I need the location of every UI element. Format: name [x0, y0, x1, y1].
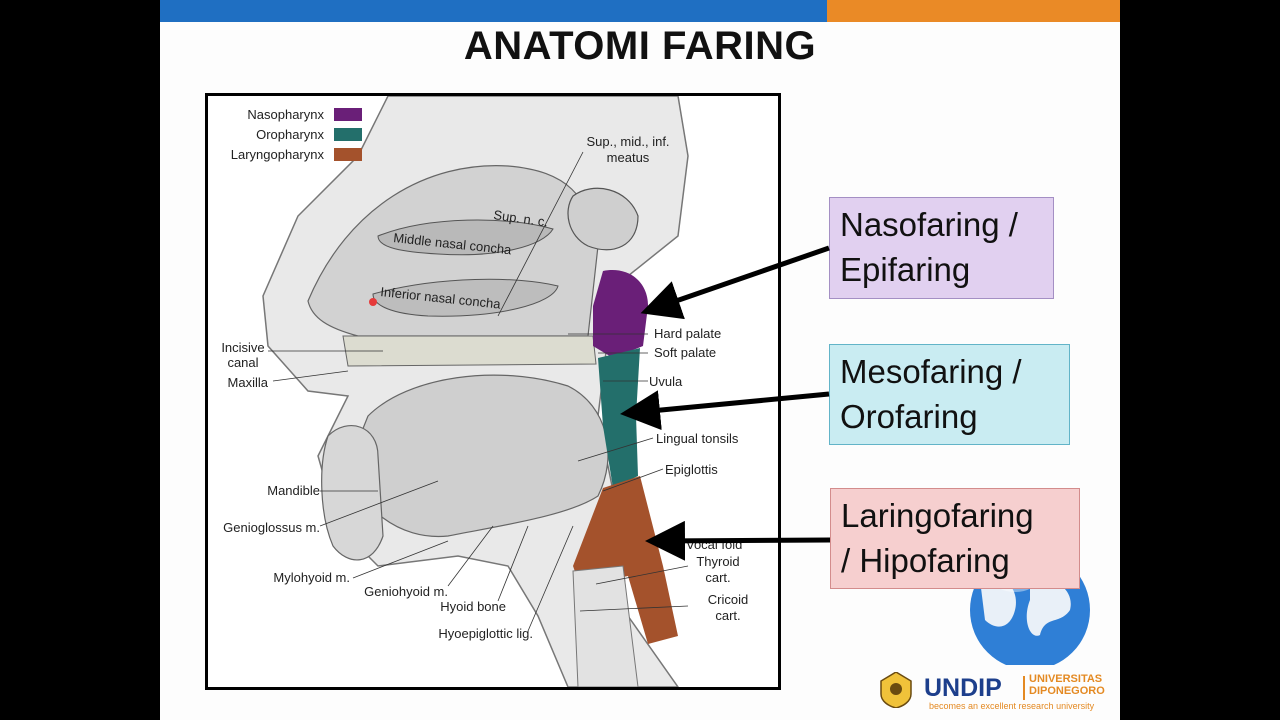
legend-swatch-nasopharynx	[334, 108, 362, 121]
label-uvula: Uvula	[649, 374, 683, 389]
label-meatus: Sup., mid., inf.	[586, 134, 669, 149]
label-meatus-2: meatus	[607, 150, 650, 165]
label-maxilla: Maxilla	[228, 375, 269, 390]
callout-laringofaring-line2: / Hipofaring	[841, 542, 1010, 579]
callout-mesofaring-line1: Mesofaring /	[840, 353, 1022, 390]
callout-arrows	[620, 245, 831, 561]
legend-label-nasopharynx: Nasopharynx	[247, 107, 324, 122]
middle-concha-shape	[377, 219, 554, 256]
callout-mesofaring: Mesofaring / Orofaring	[829, 344, 1070, 445]
callout-nasofaring-line2: Epifaring	[840, 251, 971, 288]
pointer-marker	[369, 298, 377, 306]
arrow-laringofaring	[645, 520, 831, 561]
callout-nasofaring-line1: Nasofaring /	[840, 206, 1018, 243]
slide-title: ANATOMI FARING	[463, 24, 817, 68]
label-soft-palate: Soft palate	[654, 345, 716, 360]
logo-univ-line2: DIPONEGORO	[1029, 685, 1105, 697]
label-cricoid-2: cart.	[715, 608, 740, 623]
logo-univ-line1: UNIVERSITAS	[1029, 673, 1103, 685]
legend: Nasopharynx Oropharynx Laryngopharynx	[231, 107, 362, 162]
label-hard-palate: Hard palate	[654, 326, 721, 341]
callout-laringofaring: Laringofaring / Hipofaring	[830, 488, 1080, 589]
larynx-tube	[572, 565, 639, 687]
logo-name: UNDIP	[924, 674, 1002, 702]
logo-tagline: becomes an excellent research university	[929, 701, 1095, 711]
callout-laringofaring-line1: Laringofaring	[841, 497, 1034, 534]
label-incisive-2: canal	[227, 355, 258, 370]
label-thyroid-2: cart.	[705, 570, 730, 585]
callout-mesofaring-line2: Orofaring	[840, 398, 978, 435]
callout-nasofaring: Nasofaring / Epifaring	[829, 197, 1054, 299]
arrow-mesofaring	[620, 390, 830, 431]
arrow-nasofaring	[640, 245, 830, 320]
inferior-concha-shape	[372, 278, 559, 317]
label-thyroid: Thyroid	[696, 554, 739, 569]
header-bar-blue	[160, 0, 827, 22]
label-hyoid-bone: Hyoid bone	[440, 599, 506, 614]
legend-label-laryngopharynx: Laryngopharynx	[231, 147, 325, 162]
tongue	[347, 374, 609, 538]
label-epiglottis: Epiglottis	[665, 462, 718, 477]
header-bar-orange	[827, 0, 1120, 22]
label-genioglossus: Genioglossus m.	[223, 520, 320, 535]
undip-logo: UNDIP UNIVERSITAS DIPONEGORO becomes an …	[880, 668, 1120, 716]
logo-university: UNIVERSITAS DIPONEGORO	[1029, 673, 1105, 697]
laryngopharynx-region	[573, 476, 678, 644]
logo-separator	[1023, 676, 1025, 700]
slide: ANATOMI FARING	[160, 0, 1120, 720]
nasopharynx-region	[593, 270, 648, 358]
label-geniohyoid: Geniohyoid m.	[364, 584, 448, 599]
mandible-shape	[321, 425, 384, 561]
label-mandible: Mandible	[267, 483, 320, 498]
sagittal-head-illustration: Nasopharynx Oropharynx Laryngopharynx Su…	[221, 96, 748, 687]
sphenoid-sinus	[567, 187, 639, 251]
legend-swatch-laryngopharynx	[334, 148, 362, 161]
legend-swatch-oropharynx	[334, 128, 362, 141]
undip-seal-icon	[880, 672, 912, 708]
anatomy-figure: Nasopharynx Oropharynx Laryngopharynx Su…	[205, 93, 781, 690]
label-cricoid: Cricoid	[708, 592, 748, 607]
legend-label-oropharynx: Oropharynx	[256, 127, 324, 142]
label-incisive: Incisive	[221, 340, 264, 355]
oropharynx-region	[598, 348, 640, 488]
hard-palate-shape	[342, 335, 597, 367]
label-lingual-tonsils: Lingual tonsils	[656, 431, 739, 446]
label-mylohyoid: Mylohyoid m.	[273, 570, 350, 585]
label-hyoepiglottic-lig: Hyoepiglottic lig.	[438, 626, 533, 641]
